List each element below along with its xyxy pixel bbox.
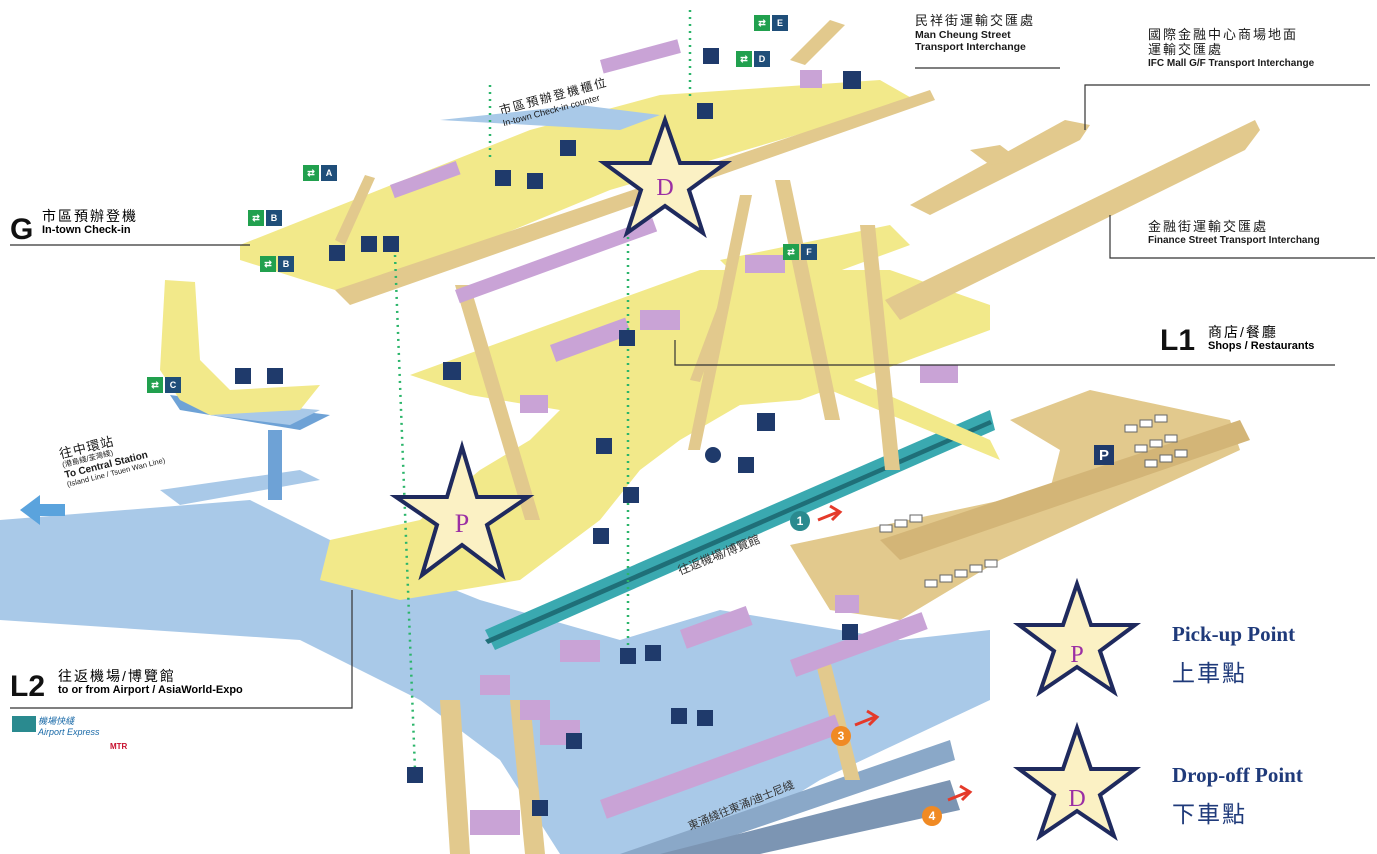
- exit-e-letter: E: [772, 15, 788, 31]
- exit-icon: ⇄: [736, 51, 752, 67]
- man-cheung-en2: Transport Interchange: [915, 41, 1026, 53]
- level-g-en: In-town Check-in: [42, 224, 131, 237]
- exit-icon: ⇄: [248, 210, 264, 226]
- level-l2-text: 往返機場/博覽館 to or from Airport / AsiaWorld-…: [58, 668, 243, 697]
- airport-express-logo: 機場快綫 Airport Express: [38, 714, 100, 737]
- shop-blocks: [390, 39, 958, 835]
- ifc-zh2: 運輸交匯處: [1148, 41, 1224, 57]
- platform-4-badge: [922, 806, 942, 826]
- level-l2-zh: 往返機場/博覽館: [58, 668, 176, 684]
- route-dots: [393, 10, 692, 771]
- airport-express-train: [485, 410, 995, 650]
- legend-pickup-star: P: [1012, 577, 1142, 697]
- central-arrow: [20, 495, 65, 525]
- level-l1-text: 商店/餐廳 Shops / Restaurants: [1208, 324, 1314, 353]
- man-cheung-zh: 民祥街運輸交匯處: [915, 13, 1036, 28]
- exit-c-badge: ⇄C: [147, 377, 181, 393]
- level-g-zh: 市區預辦登機: [42, 208, 138, 224]
- level-g-text: 市區預辦登機 In-town Check-in: [42, 208, 138, 237]
- exit-d-letter: D: [754, 51, 770, 67]
- dropoff-star-map: D: [597, 113, 733, 239]
- level-l1-en: Shops / Restaurants: [1208, 340, 1315, 353]
- exit-c-walkway: [160, 280, 320, 415]
- exit-c-letter: C: [165, 377, 181, 393]
- legend-pickup-zh: 上車點: [1172, 661, 1247, 686]
- exit-f-badge: ⇄F: [783, 244, 817, 260]
- g-level: [240, 80, 935, 305]
- exit-b1-badge: ⇄B: [248, 210, 282, 226]
- man-cheung-en1: Man Cheung Street: [915, 28, 1011, 41]
- exit-e-badge: ⇄E: [754, 15, 788, 31]
- level-l1-code: L1: [1160, 324, 1196, 357]
- ifc-label: 國際金融中心商場地面 運輸交匯處 IFC Mall G/F Transport …: [1148, 27, 1315, 69]
- platform-3-badge: [831, 726, 851, 746]
- dropoff-star-letter: D: [656, 175, 673, 201]
- level-l2-en: to or from Airport / AsiaWorld-Expo: [58, 684, 243, 697]
- exit-icon: ⇄: [260, 256, 276, 272]
- platform-3-number: 3: [838, 729, 845, 743]
- ifc-walkways: [885, 120, 1260, 320]
- legend-pickup-en: Pick-up Point: [1172, 622, 1296, 646]
- parked-cars: [879, 414, 1188, 588]
- airport-express-en: Airport Express: [38, 727, 100, 737]
- legend-dropoff-en: Drop-off Point: [1172, 763, 1303, 787]
- exit-b2-letter: B: [278, 256, 294, 272]
- finance-street-en: Finance Street Transport Interchang: [1148, 234, 1320, 246]
- pickup-star-map: P: [389, 440, 535, 581]
- exit-b2-badge: ⇄B: [260, 256, 294, 272]
- exit-icon: ⇄: [783, 244, 799, 260]
- exit-icon: ⇄: [303, 165, 319, 181]
- platform-badges: 1 3 4: [790, 511, 942, 826]
- leader-lines: [10, 67, 1375, 709]
- exit-a-letter: A: [321, 165, 337, 181]
- pickup-star-letter: P: [455, 509, 469, 538]
- platform-1-badge: [790, 511, 810, 531]
- ifc-zh1: 國際金融中心商場地面: [1148, 27, 1299, 42]
- level-g-code: G: [10, 213, 34, 246]
- legend-dropoff-zh: 下車點: [1172, 802, 1247, 827]
- legend-pickup-letter: P: [1070, 642, 1083, 668]
- airport-express-logo-icon: [12, 716, 36, 732]
- legend-dropoff-star: D: [1012, 721, 1142, 841]
- escalators: [335, 20, 845, 382]
- exit-b1-letter: B: [266, 210, 282, 226]
- airport-express-zh: 機場快綫: [38, 716, 75, 726]
- car-park: [790, 390, 1250, 620]
- platform-1-number: 1: [797, 514, 804, 528]
- car-park-sign: P: [1094, 445, 1114, 465]
- ifc-en: IFC Mall G/F Transport Interchange: [1148, 57, 1315, 69]
- exit-icon: ⇄: [147, 377, 163, 393]
- tung-chung-train: [620, 740, 960, 854]
- exit-icon: ⇄: [754, 15, 770, 31]
- platform-arrows: [817, 504, 973, 802]
- facility-icons: [235, 48, 861, 816]
- mtr-logo: MTR: [110, 742, 128, 751]
- exit-f-letter: F: [801, 244, 817, 260]
- level-l2-code: L2: [10, 670, 46, 703]
- level-l1-zh: 商店/餐廳: [1208, 324, 1278, 340]
- exit-d-badge: ⇄D: [736, 51, 770, 67]
- platform-4-number: 4: [929, 809, 936, 823]
- man-cheung-label: 民祥街運輸交匯處 Man Cheung Street Transport Int…: [915, 13, 1036, 53]
- exit-a-badge: ⇄A: [303, 165, 337, 181]
- finance-street-zh: 金融街運輸交匯處: [1148, 219, 1269, 234]
- legend-dropoff-letter: D: [1068, 786, 1085, 812]
- finance-street-label: 金融街運輸交匯處 Finance Street Transport Interc…: [1148, 219, 1320, 246]
